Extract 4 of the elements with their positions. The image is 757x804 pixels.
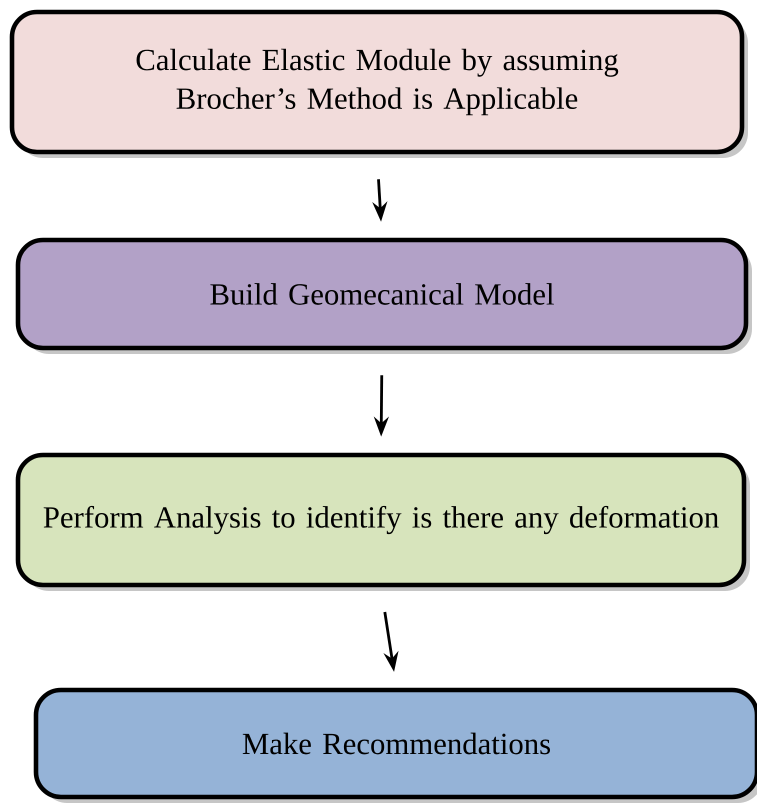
process-box: Perform Analysis to identify is there any deformation (16, 452, 750, 591)
process-box: Calculate Elastic Module by assuming Brocher’s Method is Applicable (10, 10, 748, 158)
process-box: Make Recommendations (34, 688, 757, 803)
process-box: Build Geomecanical Model (16, 238, 752, 354)
